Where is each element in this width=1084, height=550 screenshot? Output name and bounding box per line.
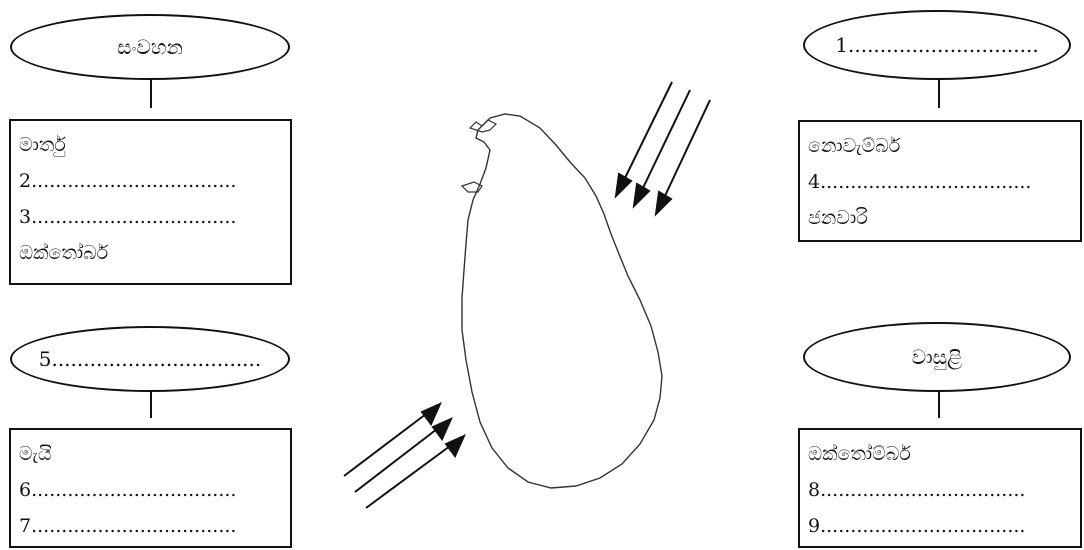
stem-top-right [938,80,940,108]
box-top-right-line-1: නොවැම්බර් [808,135,901,157]
mannar-coast [460,181,483,193]
sw-arrow-3 [365,445,451,509]
sw-arrowhead-1 [420,402,442,426]
box-top-left-line-3: 3.................................. [19,206,237,228]
southwest-arrows [343,402,466,509]
box-top-right-line-3: ජනවාරි [808,207,868,229]
box-bottom-left-line-3: 7.................................. [19,515,237,537]
box-bottom-left-line-1: මැයි [19,443,52,465]
stem-bottom-right [938,392,940,418]
stem-bottom-left [150,392,152,418]
oval-cyclonic-label: වාසුළි [911,345,963,369]
ne-arrow-3 [663,99,711,199]
ne-arrow-2 [641,89,691,191]
oval-bottom-left: 5................................. [10,326,290,392]
sw-arrowhead-2 [431,417,453,441]
box-top-left-line-4: ඔක්තෝබර් [19,242,109,264]
stem-top-left [150,80,152,108]
box-bottom-left-line-2: 6.................................. [19,479,237,501]
oval-top-right-label: 1.............................. [835,33,1039,57]
oval-bottom-left-label: 5................................. [38,347,262,371]
oval-convectional-label: සංවහන [117,35,183,59]
box-bottom-right-line-2: 8.................................. [808,479,1026,501]
sw-arrow-2 [354,428,438,493]
sw-arrow-1 [343,413,427,477]
box-top-right: නොවැම්බර් 4.............................… [798,120,1082,242]
box-bottom-right: ඔක්තෝම්බර් 8............................… [798,428,1082,548]
jaffna-peninsula [468,119,498,133]
box-top-left-line-2: 2.................................. [19,170,237,192]
sri-lanka-outline [461,113,663,489]
ne-arrowhead-2 [632,182,651,209]
box-bottom-right-line-3: 9.................................. [808,515,1026,537]
ne-arrowhead-1 [614,172,633,199]
box-top-left-line-1: මාර්තු [19,134,66,156]
northeast-arrows [614,81,711,217]
box-bottom-left: මැයි 6..................................… [9,428,292,548]
box-bottom-right-line-1: ඔක්තෝම්බර් [808,443,911,465]
box-top-right-line-2: 4................................... [808,171,1032,193]
oval-convectional: සංවහන [10,14,290,80]
oval-cyclonic: වාසුළි [803,322,1071,392]
ne-arrowhead-3 [654,190,673,217]
sw-arrowhead-3 [444,434,466,458]
ne-arrow-1 [623,81,673,181]
box-top-left: මාර්තු 2................................… [9,119,292,285]
oval-top-right: 1.............................. [803,10,1071,80]
